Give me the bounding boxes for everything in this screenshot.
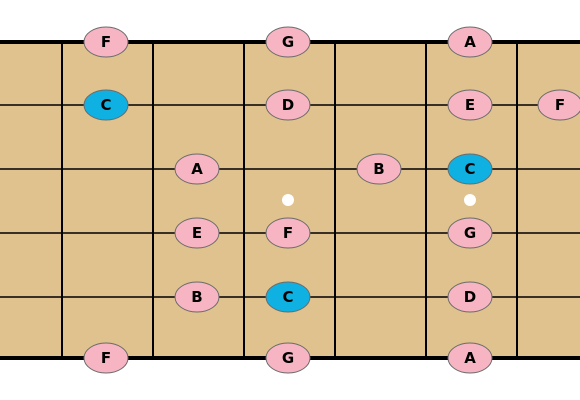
note-f-s2-f6: F — [537, 89, 580, 121]
note-label: E — [465, 96, 475, 114]
note-label: A — [464, 33, 476, 51]
note-marker — [265, 217, 311, 249]
note-label: E — [192, 224, 202, 242]
note-g-s6-f3: G — [265, 342, 311, 374]
note-label: F — [555, 96, 565, 114]
note-label: F — [101, 349, 111, 367]
note-label: G — [464, 224, 476, 242]
note-label: C — [100, 96, 111, 114]
note-marker — [265, 89, 311, 121]
note-label: C — [282, 288, 293, 306]
note-a-s1-f5: A — [447, 26, 493, 58]
note-marker — [447, 281, 493, 313]
note-marker — [174, 217, 220, 249]
note-label: A — [191, 160, 203, 178]
fret-lines — [61, 42, 518, 358]
note-a-s3-f2: A — [174, 153, 220, 185]
note-b-s5-f2: B — [174, 281, 220, 313]
note-marker — [447, 217, 493, 249]
note-label: B — [373, 160, 384, 178]
note-marker — [447, 89, 493, 121]
note-marker — [537, 89, 580, 121]
note-marker — [83, 26, 129, 58]
root-note-c-s5-f3: C — [265, 281, 311, 313]
note-marker — [83, 342, 129, 374]
note-label: G — [282, 33, 294, 51]
note-label: D — [282, 96, 294, 114]
note-f-s6-f1: F — [83, 342, 129, 374]
note-g-s4-f5: G — [447, 217, 493, 249]
root-note-c-s2-f1: C — [83, 89, 129, 121]
note-b-s3-f4: B — [356, 153, 402, 185]
note-marker — [265, 26, 311, 58]
note-label: A — [464, 349, 476, 367]
note-label: B — [191, 288, 202, 306]
note-label: F — [283, 224, 293, 242]
note-marker — [265, 281, 311, 313]
note-label: F — [101, 33, 111, 51]
note-label: D — [464, 288, 476, 306]
note-e-s4-f2: E — [174, 217, 220, 249]
note-a-s6-f5: A — [447, 342, 493, 374]
note-marker — [356, 153, 402, 185]
inlay-dots — [282, 194, 476, 206]
note-marker — [265, 342, 311, 374]
inlay-dot-fret-3 — [282, 194, 294, 206]
note-markers: F G A C D E F A B C E F G B C D F G A — [83, 26, 580, 374]
note-d-s2-f3: D — [265, 89, 311, 121]
note-e-s2-f5: E — [447, 89, 493, 121]
note-marker — [83, 89, 129, 121]
note-label: G — [282, 349, 294, 367]
note-label: C — [464, 160, 475, 178]
inlay-dot-fret-5 — [464, 194, 476, 206]
note-marker — [447, 342, 493, 374]
root-note-c-s3-f5: C — [447, 153, 493, 185]
note-marker — [447, 26, 493, 58]
note-marker — [447, 153, 493, 185]
note-d-s5-f5: D — [447, 281, 493, 313]
note-f-s1-f1: F — [83, 26, 129, 58]
note-g-s1-f3: G — [265, 26, 311, 58]
note-marker — [174, 281, 220, 313]
note-marker — [174, 153, 220, 185]
note-f-s4-f3: F — [265, 217, 311, 249]
